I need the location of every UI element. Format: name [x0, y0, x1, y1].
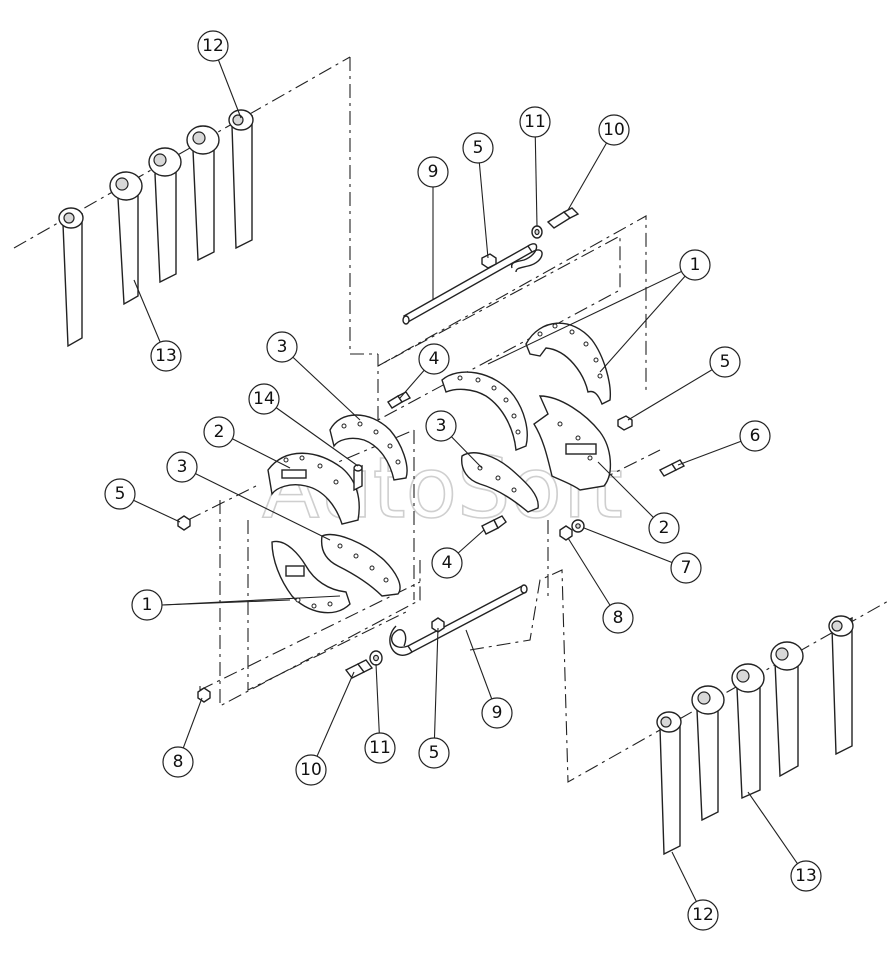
bushing-5	[228, 109, 254, 250]
svg-text:5: 5	[429, 743, 440, 763]
bushing-1	[58, 207, 84, 348]
svg-text:12: 12	[202, 36, 224, 56]
callout-14: 14	[248, 383, 280, 415]
svg-text:2: 2	[214, 422, 225, 442]
brake-plate-right-upper	[525, 322, 612, 405]
brake-plate-left-lower	[271, 540, 351, 614]
bushing-column-group-right	[656, 615, 854, 856]
rod-bottom	[389, 584, 528, 656]
callout-13-left: 13	[150, 340, 182, 372]
bushing-8	[731, 663, 765, 800]
svg-text:3: 3	[277, 337, 288, 357]
bolt-top	[546, 207, 580, 229]
bolt-upper-left	[387, 391, 412, 409]
bushing-column-group-left	[58, 109, 254, 348]
callout-3-mid: 3	[425, 410, 457, 442]
svg-text:3: 3	[436, 416, 447, 436]
bushing-7	[691, 685, 725, 822]
nut-right-small	[559, 525, 573, 541]
bushing-4	[186, 125, 220, 262]
bushing-6	[656, 711, 682, 856]
brake-lining-left-upper	[329, 414, 408, 481]
svg-text:13: 13	[155, 346, 177, 366]
svg-text:7: 7	[681, 558, 692, 578]
bolt-mid	[481, 515, 507, 535]
callout-5-top: 5	[462, 132, 494, 164]
bolt-bottom	[344, 659, 374, 679]
svg-text:3: 3	[177, 457, 188, 477]
callout-11-top: 11	[519, 106, 551, 138]
washer-right	[571, 519, 585, 533]
callout-5-bottom: 5	[418, 737, 450, 769]
brake-plate-right-lower	[533, 395, 611, 491]
nut-right	[617, 415, 633, 431]
svg-text:9: 9	[492, 703, 503, 723]
callout-9-bottom: 9	[481, 697, 513, 729]
brake-lining-right-upper	[441, 371, 528, 451]
callout-8-right: 8	[602, 602, 634, 634]
callout-7: 7	[670, 552, 702, 584]
callout-1-right: 1	[679, 249, 711, 281]
svg-text:5: 5	[115, 484, 126, 504]
bushing-3	[148, 147, 182, 284]
svg-text:5: 5	[720, 352, 731, 372]
bushing-2	[109, 171, 143, 306]
svg-text:2: 2	[659, 518, 670, 538]
svg-text:11: 11	[369, 738, 391, 758]
brake-lining-right-lower	[461, 452, 539, 513]
callout-1-left: 1	[131, 589, 163, 621]
callout-2-right: 2	[648, 512, 680, 544]
nut-bottom-left	[197, 687, 211, 703]
callout-4-upper: 4	[418, 343, 450, 375]
svg-text:4: 4	[442, 553, 453, 573]
svg-text:13: 13	[795, 866, 817, 886]
svg-text:6: 6	[750, 426, 761, 446]
svg-text:4: 4	[429, 349, 440, 369]
callout-12-top: 12	[197, 30, 229, 62]
callout-4-lower: 4	[431, 547, 463, 579]
bolt-right	[658, 459, 686, 477]
callouts: 12 13 9 5 11 10 1 5 6 3 4 14 2 3 3 5 1 2…	[104, 30, 822, 931]
rod-top	[402, 243, 543, 325]
callout-12-bottom: 12	[687, 899, 719, 931]
bushing-10	[828, 615, 854, 756]
callout-5-right: 5	[709, 346, 741, 378]
callout-9-top: 9	[417, 156, 449, 188]
brake-lining-left-lower	[320, 534, 401, 597]
svg-text:5: 5	[473, 138, 484, 158]
svg-text:1: 1	[142, 595, 153, 615]
nut-top	[481, 253, 497, 269]
nut-left	[177, 515, 191, 531]
svg-text:11: 11	[524, 112, 546, 132]
pin-14	[353, 464, 363, 492]
svg-text:1: 1	[690, 255, 701, 275]
callout-5-left: 5	[104, 478, 136, 510]
callout-8-left: 8	[162, 746, 194, 778]
washer-bottom	[369, 650, 383, 666]
washer-top	[531, 225, 543, 239]
callout-6-right: 6	[739, 420, 771, 452]
callout-3-left: 3	[166, 451, 198, 483]
svg-text:8: 8	[173, 752, 184, 772]
nut-bottom	[431, 617, 445, 633]
callout-11-bottom: 11	[364, 732, 396, 764]
svg-text:12: 12	[692, 905, 714, 925]
callout-13-right: 13	[790, 860, 822, 892]
callout-3-upper: 3	[266, 331, 298, 363]
svg-text:8: 8	[613, 608, 624, 628]
callout-10-top: 10	[598, 114, 630, 146]
svg-text:14: 14	[253, 389, 275, 409]
bushing-9	[770, 641, 804, 778]
svg-text:10: 10	[300, 760, 322, 780]
svg-text:10: 10	[603, 120, 625, 140]
callout-2-left: 2	[203, 416, 235, 448]
svg-text:9: 9	[428, 162, 439, 182]
brake-plate-left-upper	[267, 452, 360, 525]
callout-10-bottom: 10	[295, 754, 327, 786]
